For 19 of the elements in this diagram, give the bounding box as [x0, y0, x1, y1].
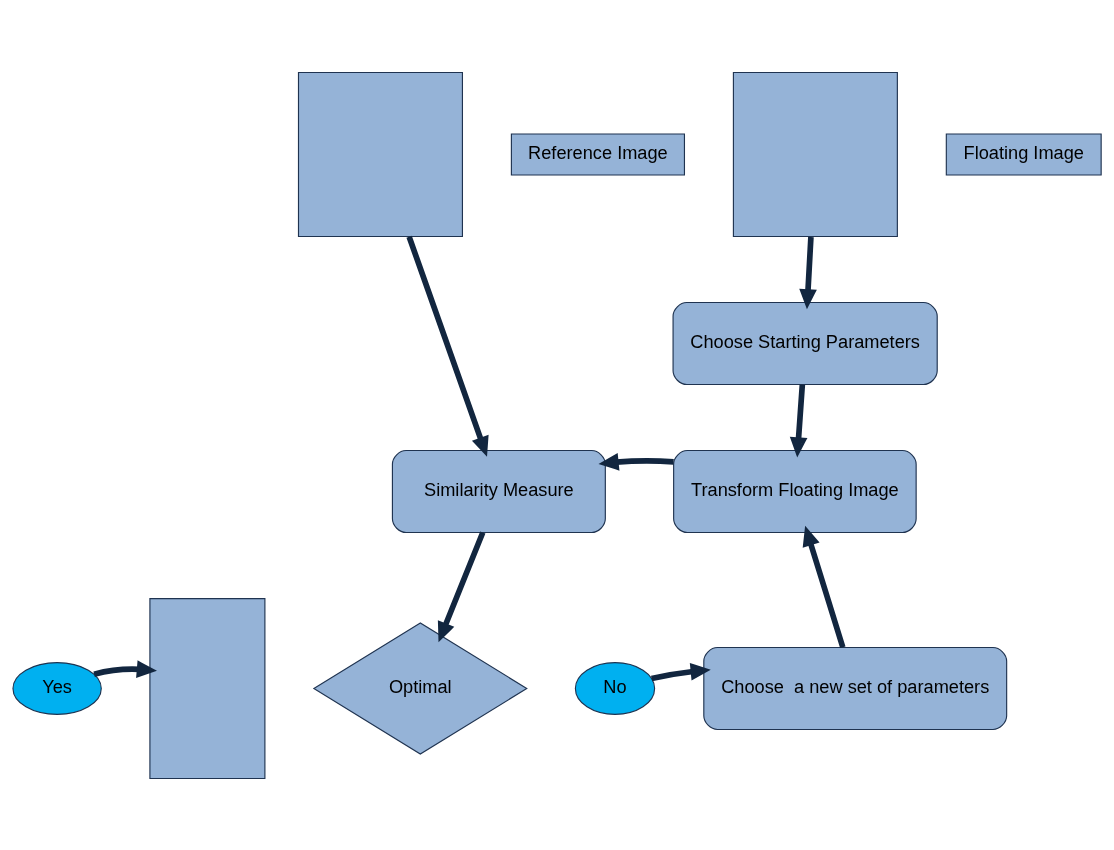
- node-ellipse: Yes: [12, 661, 102, 715]
- arrow: [598, 452, 674, 471]
- arrow: [437, 531, 486, 642]
- arrow: [802, 525, 846, 648]
- arrow: [799, 236, 817, 309]
- node-box: Transform Floating Image: [673, 449, 917, 533]
- node-box: Floating Image: [945, 132, 1102, 176]
- node-box: Choose a new set of parameters: [703, 646, 1008, 730]
- arrow: [406, 235, 489, 457]
- arrow: [651, 662, 711, 681]
- node-ellipse: No: [574, 661, 656, 715]
- node-box: Choose Starting Parameters: [672, 301, 938, 385]
- node-box: [732, 71, 898, 237]
- node-box: [149, 597, 266, 779]
- node-box: [297, 71, 463, 237]
- arrow: [789, 384, 808, 457]
- node-box: Reference Image: [510, 132, 686, 176]
- node-box: Similarity Measure: [391, 449, 606, 533]
- arrow: [93, 659, 157, 678]
